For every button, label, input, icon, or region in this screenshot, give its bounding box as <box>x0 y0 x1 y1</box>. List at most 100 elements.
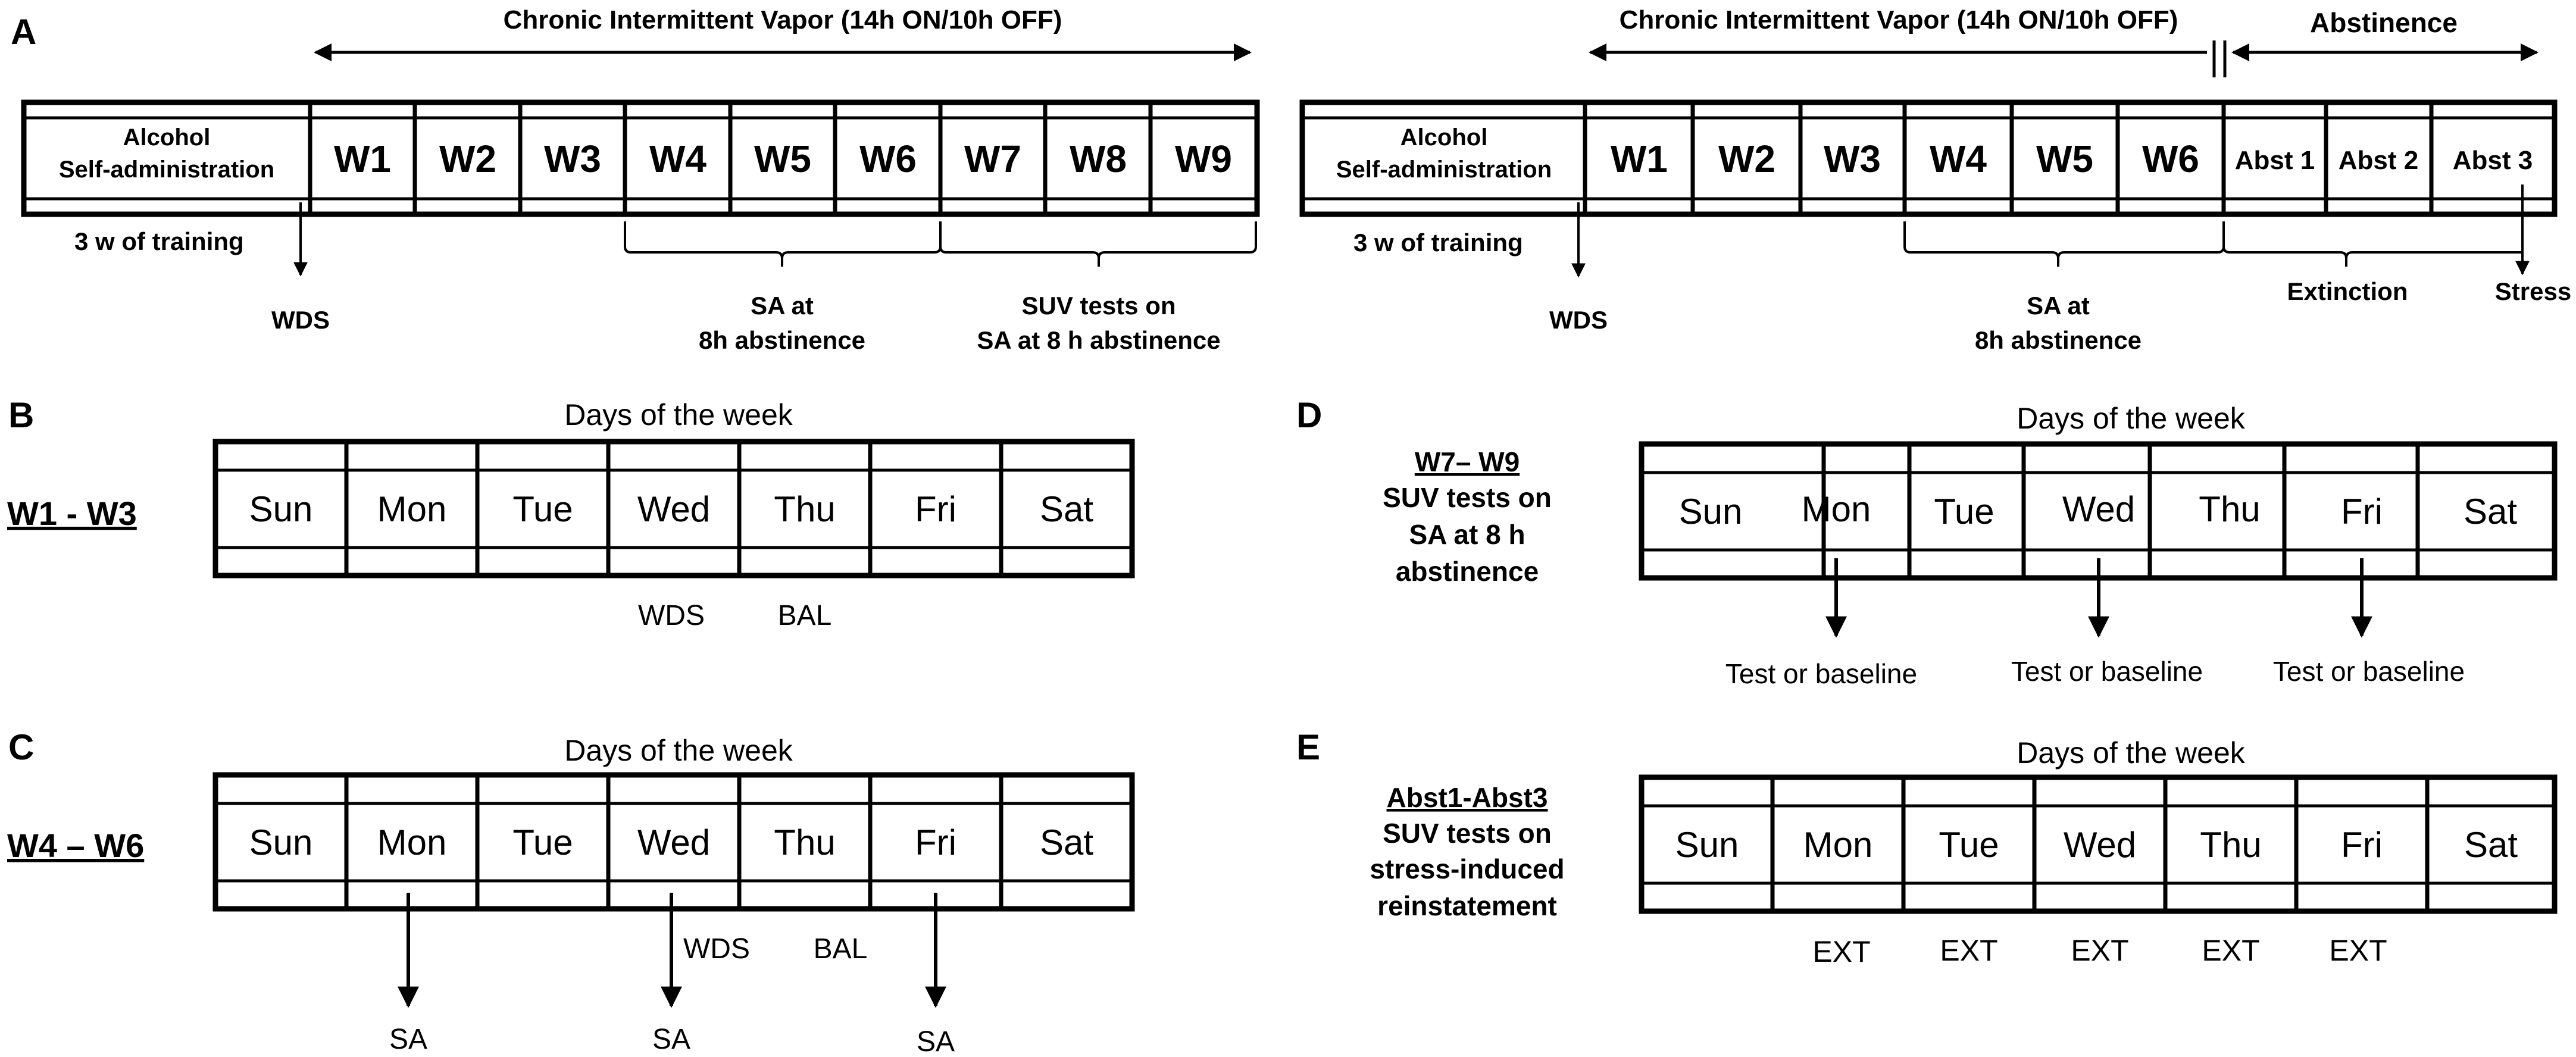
days-title: Days of the week <box>564 734 793 767</box>
week-cell: W1 <box>334 137 391 180</box>
panel-c: C W4 – W6 Days of the week Sun Mon Tue W… <box>7 727 1135 1057</box>
day-cell: Sat <box>1040 823 1093 862</box>
panel-letter-d: D <box>1296 395 1322 435</box>
day-cell: Mon <box>1802 489 1871 529</box>
wds-note: WDS <box>638 600 705 631</box>
wds-label: WDS <box>271 306 330 334</box>
timeline-box <box>21 99 1260 217</box>
first-cell-line2: Self-administration <box>1336 157 1552 183</box>
day-cell: Tue <box>1934 492 1994 531</box>
day-cell: Fri <box>915 489 956 529</box>
suv-label-line1: SUV tests on <box>1021 292 1176 320</box>
day-cell: Sun <box>249 489 313 529</box>
side-label-line1: W7– W9 <box>1415 446 1520 477</box>
ext-note: EXT <box>2071 934 2128 967</box>
day-cell: Sat <box>2464 492 2517 531</box>
side-label-line4: abstinence <box>1396 556 1539 587</box>
panel-letter-a: A <box>11 12 36 52</box>
day-cell: Tue <box>1939 825 1999 865</box>
week-cell: W6 <box>2142 137 2199 180</box>
day-cell: Mon <box>377 823 447 862</box>
day-cell: Fri <box>2341 825 2383 865</box>
days-title: Days of the week <box>564 398 793 431</box>
week-cell: W5 <box>2036 137 2093 180</box>
extinction-label: Extinction <box>2287 277 2408 305</box>
sa-label-line1: SA at <box>751 292 814 320</box>
day-cell: Wed <box>637 823 710 862</box>
days-title: Days of the week <box>2017 402 2246 435</box>
suv-bracket <box>939 221 1257 267</box>
panel-letter-e: E <box>1296 727 1320 767</box>
panel-a-right: Chronic Intermittent Vapor (14h ON/10h O… <box>1299 5 2571 354</box>
day-cell: Sat <box>2464 825 2518 865</box>
week-cell: W6 <box>859 137 917 180</box>
day-cell: Tue <box>512 823 573 862</box>
day-cell: Wed <box>637 489 710 529</box>
day-cell: Sun <box>1679 492 1743 531</box>
ext-note: EXT <box>2202 934 2259 967</box>
day-cell: Fri <box>915 823 956 862</box>
training-label-right: 3 w of training <box>1353 229 1523 257</box>
vapor-label-right: Chronic Intermittent Vapor (14h ON/10h O… <box>1620 5 2178 35</box>
panel-d: D W7– W9 SUV tests on SA at 8 h abstinen… <box>1296 395 2558 689</box>
first-cell-line1: Alcohol <box>123 124 211 151</box>
week-cell: W5 <box>754 137 811 180</box>
side-label-line2: SUV tests on <box>1383 482 1552 513</box>
week-cell: W1 <box>1611 137 1668 180</box>
week-cell: W9 <box>1175 137 1232 180</box>
bal-note: BAL <box>778 600 832 631</box>
panel-letter-c: C <box>8 727 34 767</box>
ext-note: EXT <box>1812 935 1870 968</box>
side-label-line4: reinstatement <box>1377 890 1557 921</box>
test-note: Test or baseline <box>2011 656 2203 687</box>
wds-label-right: WDS <box>1549 306 1608 334</box>
panel-e: E Abst1-Abst3 SUV tests on stress-induce… <box>1296 727 2558 968</box>
panel-a-left: A Chronic Intermittent Vapor (14h ON/10h… <box>11 5 1260 354</box>
day-cell: Sun <box>1675 825 1739 865</box>
sa-note: SA <box>652 1024 690 1055</box>
week-table <box>212 772 1135 912</box>
side-label-line2: SUV tests on <box>1383 818 1552 849</box>
day-cell: Wed <box>2062 489 2135 529</box>
week-cell: W7 <box>964 137 1021 180</box>
panel-b: B W1 - W3 Days of the week Sun Mon Tue W… <box>7 395 1135 631</box>
sa-note: SA <box>917 1026 955 1057</box>
test-note: Test or baseline <box>1725 658 1917 689</box>
first-cell-line2: Self-administration <box>59 157 274 183</box>
week-table <box>1639 774 2558 914</box>
day-cell: Mon <box>1803 825 1873 865</box>
test-note: Test or baseline <box>2273 656 2465 687</box>
day-cell: Wed <box>2064 825 2136 865</box>
timeline-box-right <box>1299 99 2558 217</box>
day-cell: Thu <box>2199 489 2260 529</box>
sa-bracket <box>624 221 942 267</box>
day-cell: Fri <box>2341 492 2383 531</box>
week-cell: Abst 2 <box>2339 146 2418 175</box>
sa-note: SA <box>389 1024 427 1055</box>
week-cell: W8 <box>1070 137 1127 180</box>
week-cell: W2 <box>439 137 496 180</box>
side-label-line3: SA at 8 h <box>1409 519 1525 550</box>
week-range-label: W1 - W3 <box>7 495 137 532</box>
week-range-label: W4 – W6 <box>7 827 144 864</box>
day-cell: Sun <box>249 823 313 862</box>
side-label-line3: stress-induced <box>1370 853 1564 884</box>
sa-bracket-right <box>1903 221 2225 267</box>
week-table <box>212 439 1135 578</box>
panel-letter-b: B <box>8 395 34 435</box>
week-cell: W3 <box>1824 137 1881 180</box>
week-cell: W4 <box>1930 137 1987 180</box>
side-label-line1: Abst1-Abst3 <box>1387 782 1548 813</box>
vapor-label: Chronic Intermittent Vapor (14h ON/10h O… <box>504 5 1062 35</box>
abstinence-label: Abstinence <box>2310 7 2458 38</box>
ext-note: EXT <box>2329 934 2387 967</box>
day-cell: Thu <box>2200 825 2261 865</box>
day-cell: Tue <box>512 489 573 529</box>
wds-note: WDS <box>683 933 750 965</box>
extinction-bracket <box>2222 246 2522 267</box>
stress-label: Stress <box>2495 277 2571 305</box>
suv-label-line2: SA at 8 h abstinence <box>977 326 1220 354</box>
day-cell: Sat <box>1040 489 1093 529</box>
week-cell: W3 <box>544 137 601 180</box>
